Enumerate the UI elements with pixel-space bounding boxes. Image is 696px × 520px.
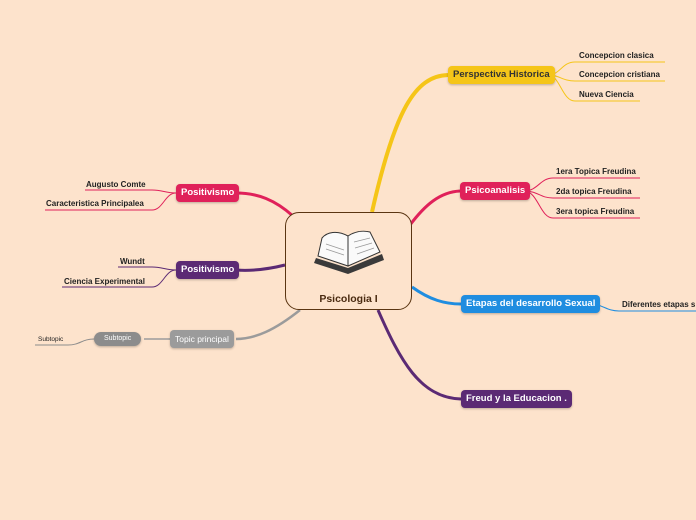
leaf-nueva-ciencia[interactable]: Nueva Ciencia: [579, 90, 634, 99]
leaf-concepcion-cristiana[interactable]: Concepcion cristiana: [579, 70, 660, 79]
central-title: Psicologia I: [319, 293, 378, 305]
branch-perspectiva: [370, 73, 449, 213]
branch-freud: [376, 309, 462, 401]
branch-etapas: [411, 285, 462, 306]
node-positivismo-1[interactable]: Positivismo: [176, 184, 240, 202]
node-topic-principal[interactable]: Topic principal: [170, 330, 234, 348]
central-topic[interactable]: Psicologia I: [285, 212, 412, 310]
node-perspectiva-historica[interactable]: Perspectiva Historica: [448, 66, 555, 84]
branch-topic: [235, 309, 301, 341]
branch-psicoanalisis: [408, 189, 461, 226]
leaf-subtopic[interactable]: Subtopic: [38, 336, 64, 343]
node-freud-educacion[interactable]: Freud y la Educacion .: [461, 390, 572, 408]
leaf-wundt[interactable]: Wundt: [120, 257, 145, 266]
branch-positivismo2: [235, 263, 286, 272]
leaf-2da-topica[interactable]: 2da topica Freudina: [556, 187, 632, 196]
leaf-caracteristica-principalea[interactable]: Caracteristica Principalea: [46, 199, 144, 208]
leaf-3era-topica[interactable]: 3era topica Freudina: [556, 207, 635, 216]
leaf-concepcion-clasica[interactable]: Concepcion clasica: [579, 51, 654, 60]
leaf-diferentes-etapas[interactable]: Diferentes etapas s: [622, 300, 696, 309]
open-book-icon: [314, 230, 384, 274]
leaf-augusto-comte[interactable]: Augusto Comte: [86, 180, 146, 189]
leaf-ciencia-experimental[interactable]: Ciencia Experimental: [64, 277, 145, 286]
node-etapas-desarrollo[interactable]: Etapas del desarrollo Sexual: [461, 295, 601, 313]
leaf-1era-topica[interactable]: 1era Topica Freudina: [556, 167, 636, 176]
node-psicoanalisis[interactable]: Psicoanalisis: [460, 182, 531, 200]
branch-positivismo1: [235, 191, 294, 218]
node-positivismo-2[interactable]: Positivismo: [176, 261, 240, 279]
node-subtopic[interactable]: Subtopic: [94, 332, 142, 346]
